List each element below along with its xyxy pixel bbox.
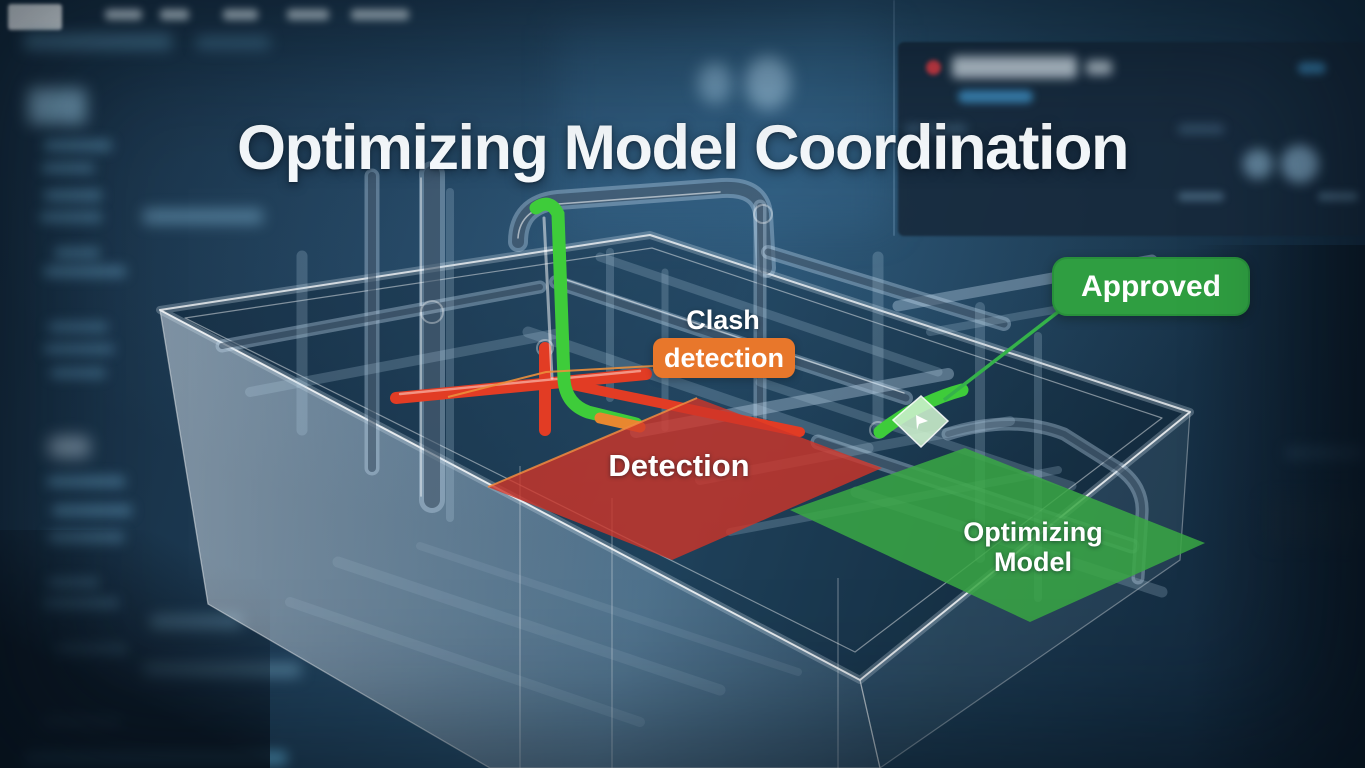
optimized-zone-label-line2: Model: [993, 547, 1072, 577]
approved-leader-line: [942, 310, 1060, 402]
panel-row-blur: [1178, 124, 1224, 134]
panel-divider: [893, 0, 895, 236]
panel-row-blur: [1318, 192, 1358, 201]
page-title: Optimizing Model Coordination: [237, 113, 1129, 183]
progress-pill: [958, 90, 1033, 103]
selection-tag[interactable]: [891, 394, 950, 449]
menu-item: [351, 9, 409, 20]
sidebar-item-blur: [44, 266, 126, 277]
sidebar-item-blur: [42, 163, 94, 173]
sidebar-glyph-blur: [48, 436, 90, 458]
toolbar-icon-blur: [698, 62, 732, 104]
menu-item: [287, 9, 329, 20]
gear-icon: [1281, 145, 1319, 183]
clash-leader-line: [447, 365, 655, 398]
selection-cursor-icon: [916, 415, 928, 430]
sidebar-item-blur: [143, 209, 263, 224]
toolbar-blur: [24, 33, 172, 50]
panel-title-blur: [1086, 60, 1112, 75]
clash-detection-badge-label: detection: [663, 342, 784, 373]
sidebar-item-blur: [50, 368, 106, 378]
center-panel-glow: [560, 25, 890, 230]
panel-title-blur: [952, 56, 1077, 78]
sidebar-item-blur: [40, 212, 102, 222]
sidebar-item-blur: [54, 248, 100, 258]
record-dot-icon: [926, 60, 941, 75]
menu-item: [105, 9, 142, 20]
optimized-zone-label: Optimizing Model: [963, 517, 1102, 577]
sidebar-highlight: [28, 88, 86, 124]
clash-detection-badge[interactable]: detection: [653, 338, 795, 378]
dark-edge-right: [1190, 245, 1365, 768]
approved-button[interactable]: Approved: [1052, 257, 1250, 316]
tank-rim-edge: [159, 234, 1191, 681]
detection-zone-label: Detection: [608, 448, 750, 483]
toolbar-icon-blur: [745, 56, 791, 110]
panel-row-blur: [1178, 192, 1224, 201]
sidebar-item-blur: [44, 140, 112, 151]
gear-icon: [1243, 149, 1273, 179]
clash-zone: [487, 397, 882, 560]
optimized-zone-label-line1: Optimizing: [963, 517, 1103, 547]
app-logo: [8, 4, 62, 30]
optimized-zone: [790, 448, 1205, 622]
mini-pill: [1298, 62, 1326, 74]
menu-item: [160, 9, 189, 20]
sidebar-item-blur: [44, 344, 114, 354]
panel-row-blur: [905, 124, 967, 134]
approved-button-label: Approved: [1080, 269, 1221, 303]
toolbar-blur: [196, 36, 270, 49]
clash-label: Clash: [686, 305, 760, 335]
sidebar-item-blur: [44, 190, 102, 201]
menu-item: [223, 9, 258, 20]
sidebar-item-blur: [52, 505, 132, 516]
sidebar-item-blur: [48, 322, 108, 332]
sidebar-item-blur: [47, 476, 125, 487]
